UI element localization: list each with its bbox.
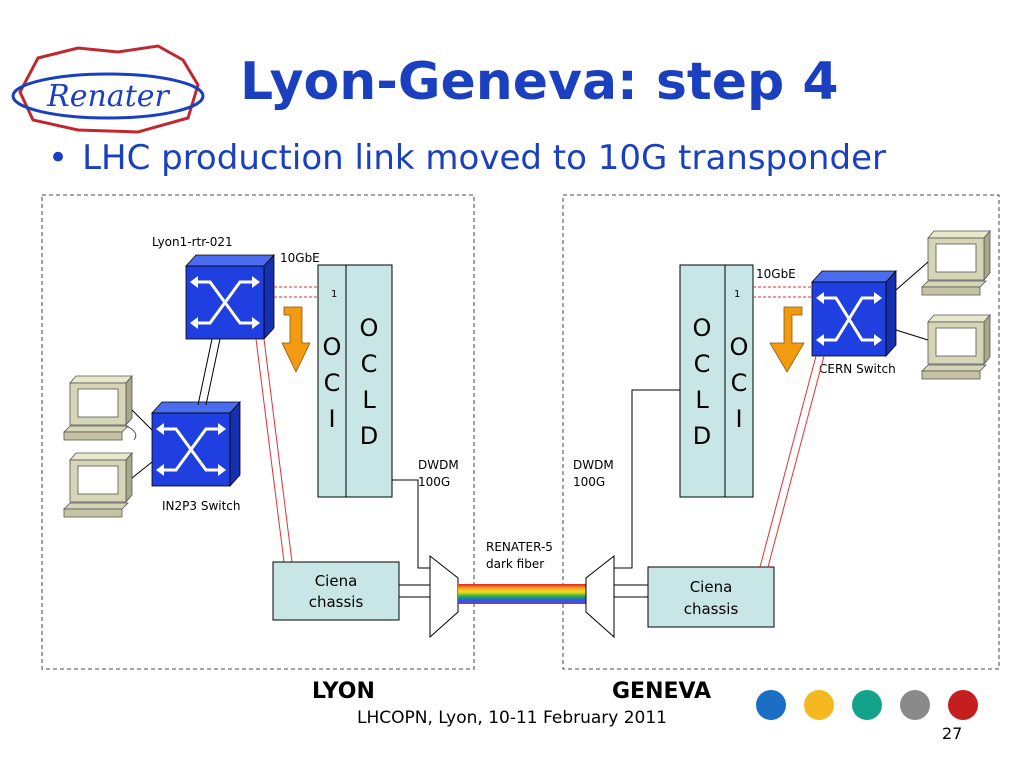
yellow-dot-icon [804,690,834,720]
lyon-oci-card [317,264,347,498]
lyon-gbe-label: 10GbE [280,251,320,265]
lyon-mux-icon [429,554,459,639]
cern-switch-icon [811,269,897,358]
lyon-ocld-text: O C L D [360,314,379,450]
geneva-gbe-label: 10GbE [756,267,796,281]
fiber-label-2: dark fiber [486,557,544,571]
renater-logo: Renater [11,44,205,134]
fiber-label-1: RENATER-5 [486,540,553,554]
svg-text:O: O [360,314,379,342]
lyon-router-icon [185,253,275,341]
svg-text:C: C [324,369,341,397]
in2p3-switch-icon [151,400,241,488]
geneva-site-box [562,194,1000,670]
lyon-chassis-line1: Ciena [315,572,358,590]
slide-title: Lyon-Geneva: step 4 [240,52,839,112]
gray-dot-icon [900,690,930,720]
geneva-port-label: 1 [734,289,740,300]
bullet-point: • LHC production link moved to 10G transp… [48,138,886,178]
lyon-pc-2-icon [63,451,133,518]
bullet-dot-icon: • [48,138,69,178]
svg-text:C: C [731,369,748,397]
lyon-ciena-chassis [272,561,400,621]
logo-text: Renater [46,79,170,114]
svg-text:C: C [694,350,711,378]
svg-text:O: O [323,333,342,361]
svg-text:C: C [361,350,378,378]
cern-switch-label: CERN Switch [819,362,896,376]
lyon-site-box [41,194,475,670]
geneva-chassis-line1: Ciena [690,578,733,596]
teal-dot-icon [852,690,882,720]
svg-text:O: O [730,333,749,361]
lyon-city-label: LYON [312,679,375,704]
geneva-oci-text: O C I [730,333,749,433]
lyon-dwdm-label-1: DWDM [418,458,459,472]
svg-text:O: O [693,314,712,342]
dark-fiber-link [458,584,586,604]
blue-dot-icon [756,690,786,720]
svg-text:I: I [328,405,335,433]
geneva-dwdm-label-1: DWDM [573,458,614,472]
svg-text:L: L [362,386,376,414]
lyon-move-arrow-icon [281,306,311,373]
svg-text:L: L [695,386,709,414]
geneva-ocld-card [679,264,726,498]
geneva-oci-card [724,264,754,498]
geneva-city-label: GENEVA [612,679,712,704]
svg-text:D: D [360,422,378,450]
footer-text: LHCOPN, Lyon, 10-11 February 2011 [356,708,668,728]
lyon-pc-1-icon [63,374,137,441]
bullet-text: LHC production link moved to 10G transpo… [82,138,886,178]
geneva-ocld-text: O C L D [693,314,712,450]
lyon-router-label: Lyon1-rtr-021 [152,235,233,249]
lyon-chassis-line2: chassis [309,593,364,611]
in2p3-switch-label: IN2P3 Switch [162,499,241,513]
geneva-pc-1-icon [921,229,991,296]
lyon-ocld-card [345,264,393,498]
lyon-port-label: 1 [331,289,337,300]
geneva-move-arrow-icon [769,306,805,373]
svg-text:D: D [693,422,711,450]
geneva-pc-2-icon [921,313,991,380]
lyon-dwdm-label-2: 100G [418,475,450,489]
page-number: 27 [942,724,963,743]
geneva-mux-icon [585,554,615,639]
geneva-dwdm-label-2: 100G [573,475,605,489]
lyon-oci-text: O C I [323,333,342,433]
geneva-ciena-chassis [647,566,775,628]
geneva-chassis-line2: chassis [684,600,739,618]
svg-text:I: I [735,405,742,433]
red-dot-icon [948,690,978,720]
